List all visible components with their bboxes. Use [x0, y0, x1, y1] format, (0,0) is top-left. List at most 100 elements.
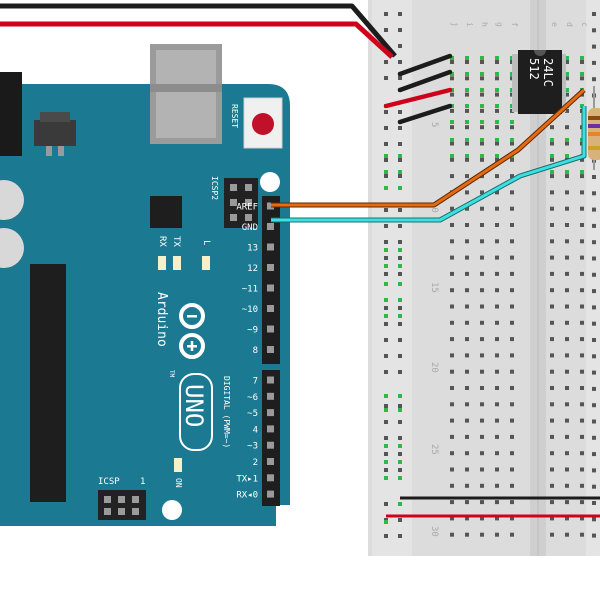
breadboard-hole	[465, 92, 469, 97]
breadboard-hole	[550, 386, 554, 390]
rail-hole	[592, 354, 596, 359]
connected-hole	[550, 154, 554, 158]
eeprom-chip: 24LC 512	[512, 50, 566, 114]
breadboard-hole	[580, 271, 584, 276]
breadboard-hole	[480, 337, 484, 342]
digital-label: DIGITAL (PWM=~)	[222, 376, 231, 448]
breadboard-hole	[450, 108, 454, 113]
connected-hole	[384, 314, 388, 318]
header-pin	[267, 223, 274, 230]
breadboard-hole	[450, 76, 454, 81]
rail-hole	[384, 142, 388, 146]
connected-hole	[495, 56, 499, 60]
connected-hole	[384, 186, 388, 190]
breadboard-hole	[495, 386, 499, 390]
header-pin	[267, 202, 274, 210]
column-letters: j i h g f e d c	[450, 22, 589, 27]
l-label: L	[201, 240, 211, 245]
header-pin-label: 2	[253, 458, 258, 468]
rail-hole	[592, 305, 596, 310]
row-number: 25	[429, 444, 439, 455]
breadboard-hole	[450, 92, 454, 97]
rx-led	[158, 256, 166, 270]
rail-hole	[398, 420, 402, 424]
breadboard-hole	[480, 386, 484, 390]
breadboard-hole	[480, 92, 484, 97]
breadboard-hole	[550, 500, 554, 505]
rail-hole	[592, 207, 596, 212]
breadboard-hole	[450, 320, 454, 325]
breadboard-hole	[495, 516, 499, 521]
breadboard-hole	[550, 369, 554, 374]
breadboard-hole	[495, 125, 499, 130]
rail-hole	[592, 60, 596, 65]
rail-hole	[384, 256, 388, 260]
connected-hole	[510, 138, 514, 142]
brand-text: Arduino	[154, 292, 169, 347]
reset-button-cap[interactable]	[252, 113, 274, 135]
breadboard-hole	[510, 223, 514, 227]
rail-hole	[398, 224, 402, 228]
connected-hole	[450, 120, 454, 124]
power-rail-left	[372, 0, 412, 556]
breadboard-hole	[450, 418, 454, 423]
rail-hole	[398, 174, 402, 178]
breadboard-hole	[450, 174, 454, 179]
header-pin-label: RX◂0	[236, 491, 258, 501]
breadboard-hole	[465, 174, 469, 179]
digital-header-upper	[262, 196, 280, 364]
rail-hole	[592, 44, 596, 49]
breadboard-hole	[480, 157, 484, 162]
breadboard-hole	[465, 206, 469, 211]
breadboard-hole	[550, 255, 554, 260]
rail-hole	[592, 191, 596, 196]
breadboard-hole	[495, 320, 499, 325]
breadboard-hole	[550, 451, 554, 456]
breadboard-hole	[565, 353, 569, 358]
breadboard-hole	[450, 239, 454, 244]
breadboard-hole	[565, 125, 569, 130]
breadboard-hole	[550, 418, 554, 423]
rail-hole	[398, 76, 402, 80]
rail-hole	[398, 452, 402, 456]
breadboard-hole	[480, 483, 484, 488]
breadboard-hole	[565, 369, 569, 374]
breadboard-hole	[550, 206, 554, 211]
breadboard-hole	[480, 108, 484, 113]
breadboard-hole	[565, 304, 569, 309]
breadboard-hole	[480, 353, 484, 358]
breadboard-hole	[465, 467, 469, 472]
breadboard-hole	[450, 467, 454, 472]
header-pin	[267, 409, 274, 417]
rail-hole	[384, 502, 388, 506]
breadboard-hole	[510, 320, 514, 325]
breadboard-hole	[580, 288, 584, 293]
connected-hole	[510, 120, 514, 124]
breadboard-hole	[580, 304, 584, 309]
rail-hole	[592, 272, 596, 277]
rail-hole	[398, 306, 402, 310]
breadboard-hole	[480, 60, 484, 64]
breadboard-hole	[495, 402, 499, 407]
breadboard-hole	[550, 320, 554, 325]
digital-header-lower	[262, 370, 280, 506]
breadboard-hole	[510, 288, 514, 293]
breadboard-hole	[580, 76, 584, 81]
header-pin-label: 13	[247, 244, 258, 254]
breadboard-hole	[580, 516, 584, 521]
icsp2-label: ICSP2	[210, 176, 219, 200]
capacitor	[0, 180, 24, 220]
breadboard-hole	[580, 402, 584, 407]
breadboard-hole	[565, 516, 569, 521]
connected-hole	[580, 170, 584, 174]
breadboard-hole	[510, 467, 514, 472]
breadboard-hole	[495, 434, 499, 439]
connected-hole	[384, 154, 388, 158]
breadboard-hole	[565, 320, 569, 325]
breadboard-hole	[450, 337, 454, 342]
breadboard-hole	[510, 532, 514, 537]
rail-hole	[398, 208, 402, 212]
column-letter: d	[565, 22, 574, 27]
connected-hole	[384, 408, 388, 412]
